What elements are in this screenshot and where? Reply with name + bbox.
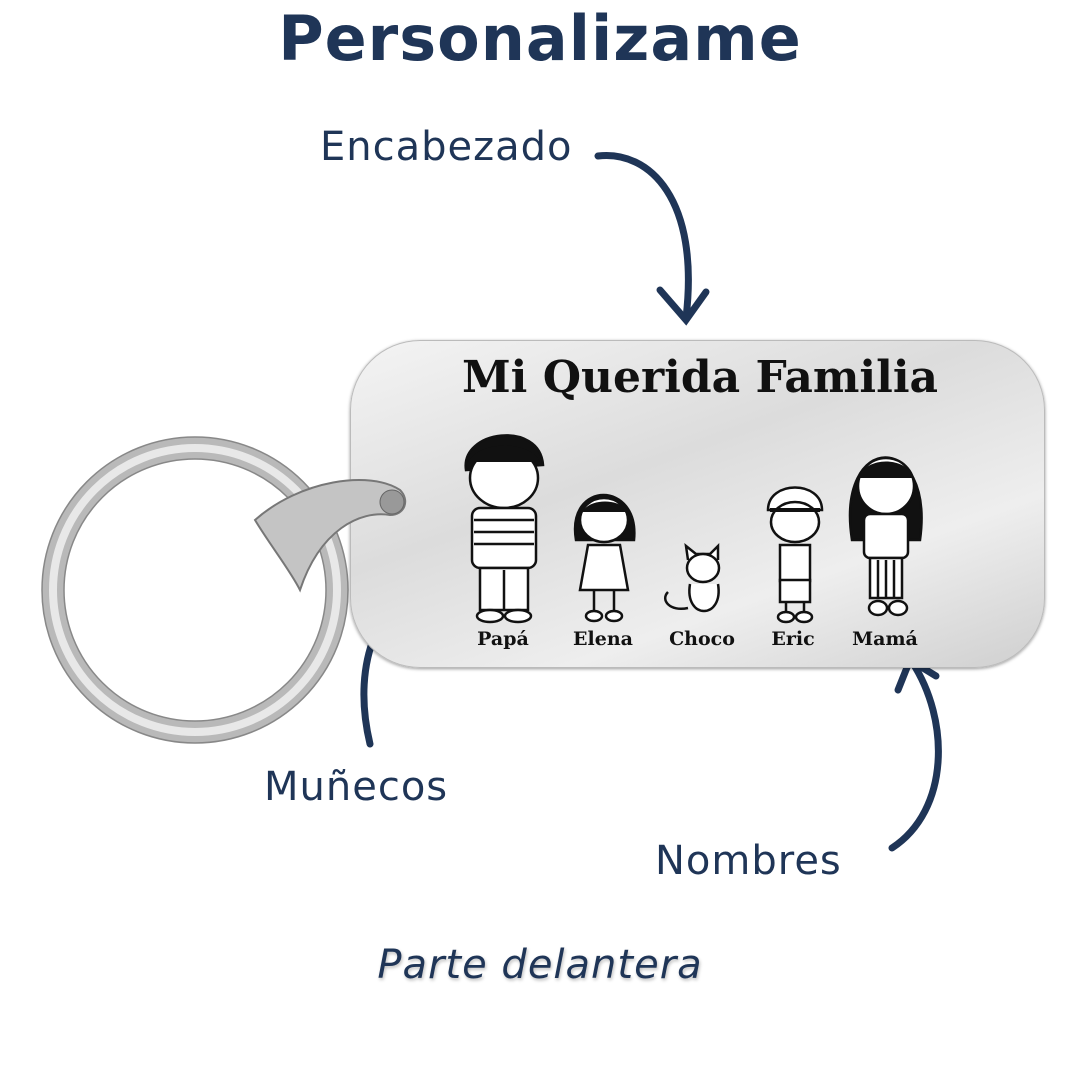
- figure-elena-icon: [573, 493, 636, 623]
- figure-cat-icon: [663, 542, 721, 613]
- name-papa: Papá: [477, 628, 529, 650]
- keychain-tag: [350, 340, 1045, 668]
- heading-annotation: Encabezado: [320, 124, 573, 170]
- page-title: Personalizame: [278, 2, 802, 75]
- arrow-names: [888, 658, 942, 852]
- name-eric: Eric: [771, 628, 815, 650]
- names-annotation: Nombres: [655, 838, 842, 884]
- figure-dad-icon: [464, 434, 545, 624]
- arrow-heading: [594, 152, 692, 322]
- key-ring-icon: [41, 436, 349, 744]
- name-choco: Choco: [669, 628, 735, 650]
- figures-annotation: Muñecos: [264, 764, 449, 810]
- name-mama: Mamá: [852, 628, 918, 650]
- engraved-title: Mi Querida Familia: [461, 352, 939, 403]
- figure-eric-icon: [766, 486, 824, 624]
- name-elena: Elena: [573, 628, 633, 650]
- figure-mom-icon: [848, 456, 923, 617]
- footer-caption: Parte delantera: [377, 942, 703, 988]
